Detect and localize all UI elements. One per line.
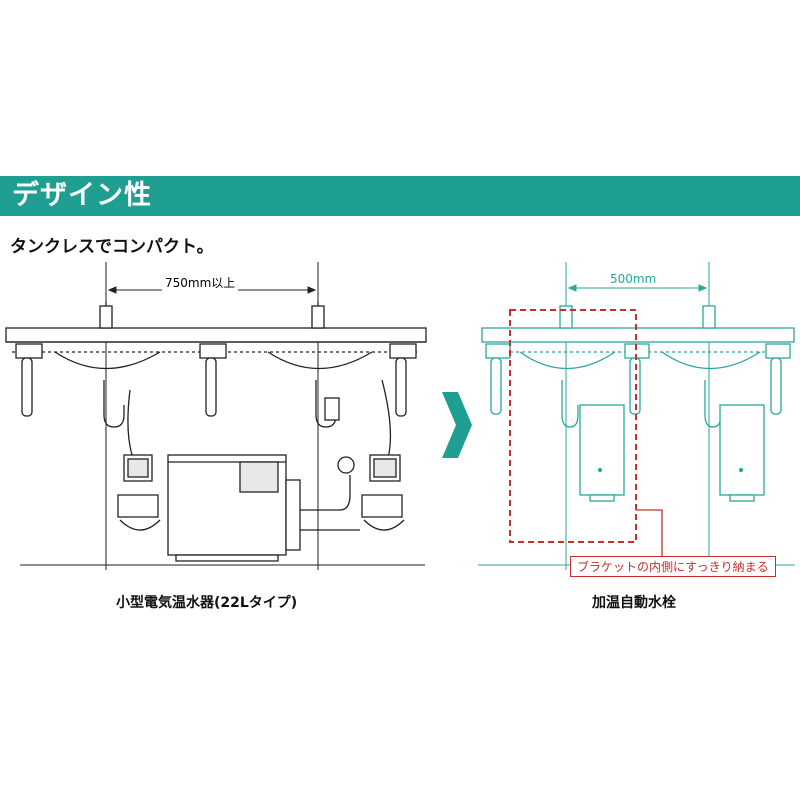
right-dimension-label: 500mm <box>607 272 660 286</box>
callout-leader <box>636 509 663 556</box>
left-dimension-label: 750mm以上 <box>162 274 239 291</box>
right-arrow-icon <box>442 392 472 458</box>
right-illustration <box>478 262 795 570</box>
section-banner: デザイン性 <box>0 176 800 216</box>
left-illustration <box>5 262 427 570</box>
callout-note: ブラケットの内側にすっきり納まる <box>570 556 776 577</box>
right-dimension <box>567 284 708 292</box>
highlight-box <box>509 309 637 543</box>
subtitle: タンクレスでコンパクト。 <box>10 237 214 257</box>
section-title: デザイン性 <box>12 180 152 211</box>
right-caption: 加温自動水栓 <box>592 595 676 611</box>
left-caption: 小型電気温水器(22Lタイプ) <box>116 595 298 611</box>
